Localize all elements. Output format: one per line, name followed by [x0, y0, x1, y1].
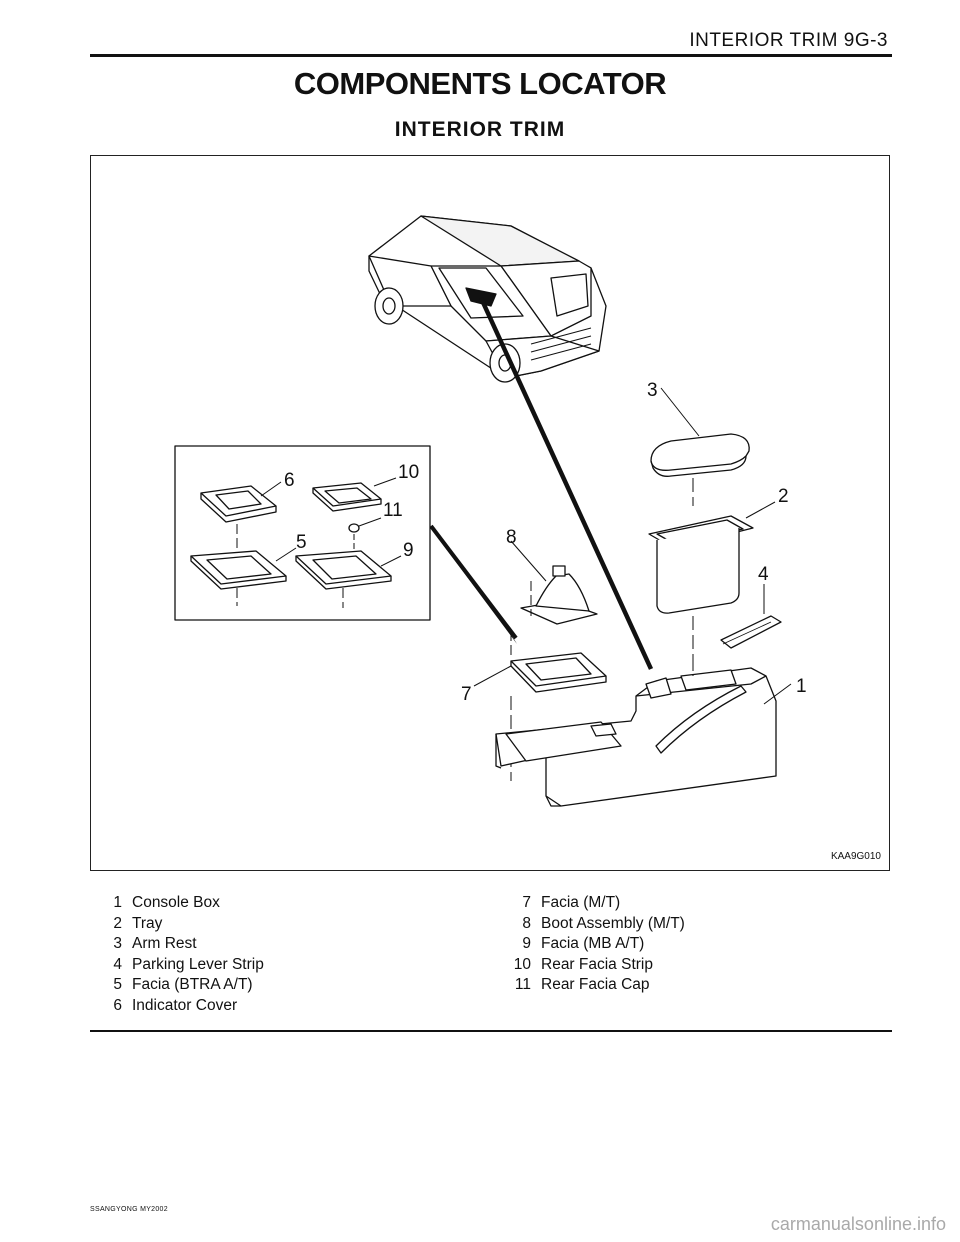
legend-label: Rear Facia Cap — [541, 976, 650, 993]
part-parking-lever-strip — [720, 615, 782, 649]
header-rule — [90, 54, 892, 57]
legend-number: 11 — [514, 976, 531, 993]
legend-number: 7 — [522, 894, 531, 911]
part-facia-mb — [295, 550, 392, 590]
callout-4: 4 — [758, 564, 769, 585]
legend-label: Indicator Cover — [132, 996, 238, 1014]
callout-10: 10 — [398, 462, 419, 483]
callout-9: 9 — [403, 540, 414, 561]
callout-5: 5 — [296, 532, 307, 553]
page-header-title: INTERIOR TRIM 9G-3 — [689, 30, 888, 51]
inset-box — [174, 445, 431, 621]
legend-number: 1 — [113, 894, 122, 911]
legend-number: 5 — [113, 976, 122, 993]
legend-item: 11 Rear Facia Cap — [505, 975, 685, 996]
legend-label: Boot Assembly (M/T) — [541, 914, 685, 932]
callout-11: 11 — [383, 500, 403, 521]
callout-2: 2 — [778, 486, 789, 507]
part-console-box — [495, 667, 777, 807]
callout-1: 1 — [796, 676, 807, 697]
part-rear-facia-cap — [348, 523, 360, 533]
components-figure: 3 2 4 1 8 7 6 10 11 5 9 KAA9G010 — [90, 155, 890, 871]
legend-label: Tray — [132, 914, 163, 932]
page-title: COMPONENTS LOCATOR — [293, 66, 667, 101]
legend-item: 7 Facia (M/T) — [505, 893, 685, 914]
figure-code: KAA9G010 — [830, 851, 881, 862]
legend-label: Facia (MB A/T) — [541, 935, 645, 952]
legend-item: 9 Facia (MB A/T) — [505, 934, 685, 955]
legend-label: Facia (M/T) — [541, 894, 621, 911]
callout-3: 3 — [647, 380, 658, 401]
watermark: carmanualsonline.info — [770, 1214, 946, 1234]
legend-label: Parking Lever Strip — [132, 955, 264, 973]
part-facia-btra — [190, 550, 287, 590]
footer-text: SSANGYONG MY2002 — [90, 1206, 168, 1213]
footer-rule — [90, 1030, 892, 1032]
legend-label: Console Box — [132, 894, 220, 911]
legend-right-column: 7 Facia (M/T) 8 Boot Assembly (M/T) 9 Facia… — [505, 893, 685, 996]
part-facia-mt — [510, 652, 607, 693]
legend-item: 10 Rear Facia Strip — [505, 955, 685, 976]
legend-number: 8 — [522, 914, 531, 932]
part-arm-rest — [650, 433, 750, 477]
legend-item: 2 Tray — [96, 914, 264, 935]
legend-item: 6 Indicator Cover — [96, 996, 264, 1017]
legend-number: 4 — [113, 955, 122, 973]
callout-7: 7 — [461, 684, 472, 705]
callout-8: 8 — [506, 527, 517, 548]
exploded-diagram: 3 2 4 1 8 7 6 10 11 5 9 — [174, 215, 807, 807]
vehicle-illustration — [368, 215, 607, 383]
legend-item: 8 Boot Assembly (M/T) — [505, 914, 685, 935]
legend-item: 5 Facia (BTRA A/T) — [96, 975, 264, 996]
legend-item: 4 Parking Lever Strip — [96, 955, 264, 976]
callout-6: 6 — [284, 470, 295, 491]
legend-number: 9 — [522, 935, 531, 952]
page-subtitle: INTERIOR TRIM — [394, 118, 566, 141]
legend-number: 3 — [113, 935, 122, 952]
legend-number: 2 — [113, 914, 122, 932]
legend-label: Arm Rest — [132, 935, 197, 952]
legend-label: Rear Facia Strip — [541, 955, 653, 973]
part-indicator-cover — [200, 485, 277, 523]
legend-item: 3 Arm Rest — [96, 934, 264, 955]
legend-label: Facia (BTRA A/T) — [132, 976, 253, 993]
legend-left-column: 1 Console Box 2 Tray 3 Arm Rest 4 Parking Le… — [96, 893, 264, 1017]
legend-number: 10 — [513, 955, 531, 973]
part-boot-assembly — [520, 565, 598, 625]
legend-number: 6 — [113, 996, 122, 1014]
legend-item: 1 Console Box — [96, 893, 264, 914]
part-tray — [648, 515, 754, 614]
part-rear-facia-strip — [312, 482, 382, 512]
